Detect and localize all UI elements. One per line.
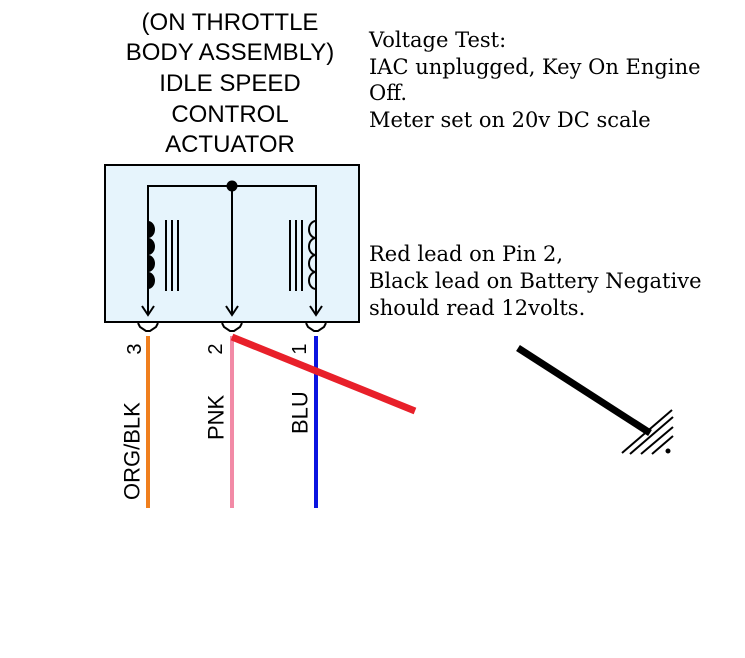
title-line-1: (ON THROTTLE	[141, 9, 319, 36]
connector-pin-icon	[137, 305, 159, 332]
pin-number-1: 1	[289, 343, 311, 354]
test-note-4: Meter set on 20v DC scale	[369, 108, 651, 132]
pin-number-3: 3	[124, 343, 146, 354]
ground-icon	[621, 409, 674, 455]
wire-label-blu: BLU	[288, 391, 313, 434]
title-line-3: IDLE SPEED	[159, 70, 301, 97]
lead-note-2: Black lead on Battery Negative	[369, 269, 702, 293]
connector-pin-icon	[221, 305, 243, 332]
test-note-2: IAC unplugged, Key On Engine	[369, 55, 701, 79]
black-meter-lead	[516, 345, 652, 436]
test-note-1: Voltage Test:	[369, 28, 507, 52]
red-meter-lead	[230, 333, 417, 415]
coil-icon	[148, 220, 179, 291]
coil-icon	[289, 220, 317, 291]
junction-dot	[226, 180, 238, 192]
lead-note-1: Red lead on Pin 2,	[369, 242, 564, 266]
test-note-3: Off.	[369, 81, 408, 105]
wire-label-pnk: PNK	[204, 394, 229, 440]
lead-note-3: should read 12volts.	[369, 296, 586, 320]
title-line-2: BODY ASSEMBLY)	[125, 39, 335, 66]
title-line-5: ACTUATOR	[165, 131, 295, 158]
connector-pin-icon	[305, 305, 327, 332]
pin-number-2: 2	[205, 343, 227, 354]
title-line-4: CONTROL	[171, 101, 289, 128]
wire-label-org-blk: ORG/BLK	[120, 402, 145, 500]
